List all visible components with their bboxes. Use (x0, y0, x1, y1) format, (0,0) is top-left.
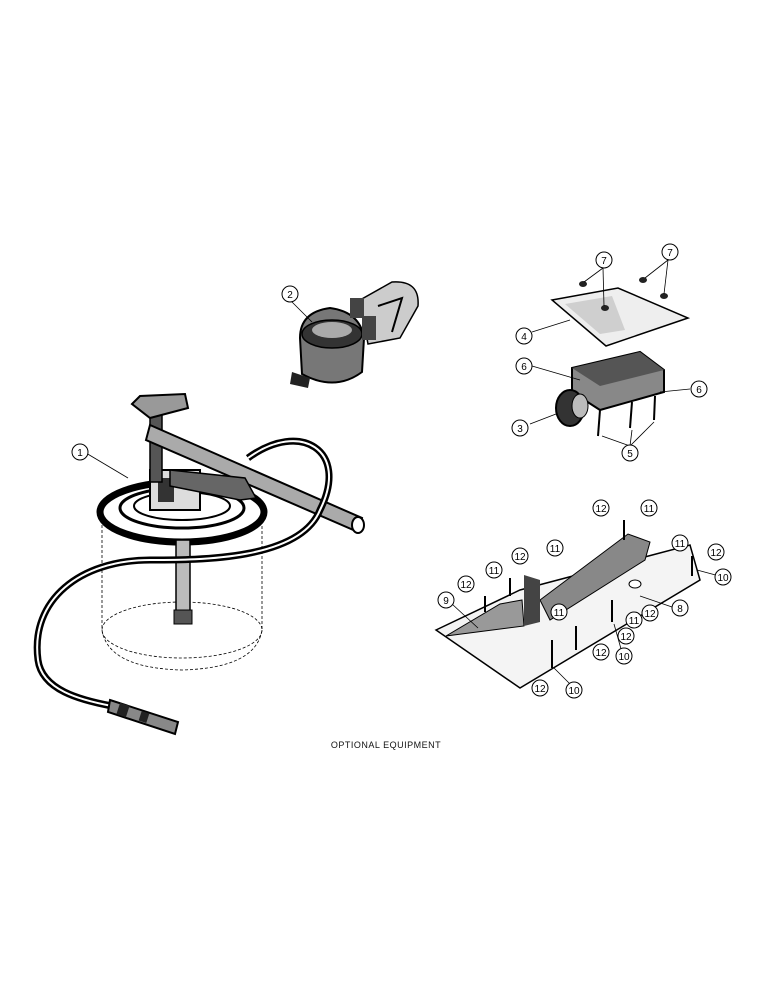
callout-label: 1 (77, 448, 83, 459)
callout-3: 3 (511, 419, 529, 437)
callout-label: 11 (550, 544, 561, 555)
callout-label: 7 (601, 256, 607, 267)
coupler-assembly (290, 281, 419, 388)
callout-7-right: 7 (661, 243, 679, 261)
callout-11-a: 11 (640, 499, 658, 517)
callout-label: 6 (696, 385, 702, 396)
callout-label: 12 (644, 609, 656, 620)
callout-1: 1 (71, 443, 89, 461)
pump-rod (175, 539, 191, 621)
callout-11-c: 11 (546, 539, 564, 557)
callout-12-h: 12 (531, 679, 549, 697)
callout-label: 11 (554, 608, 565, 619)
callout-label: 2 (287, 290, 293, 301)
callout-label: 12 (460, 580, 472, 591)
callout-12-d: 12 (457, 575, 475, 593)
callout-12-b: 12 (707, 543, 725, 561)
callout-4: 4 (515, 327, 533, 345)
callout-label: 12 (514, 552, 526, 563)
callout-label: 11 (675, 539, 686, 550)
callout-6-right: 6 (690, 380, 708, 398)
callout-12-a: 12 (592, 499, 610, 517)
callout-5: 5 (621, 444, 639, 462)
callout-label: 8 (677, 604, 683, 615)
callout-label: 5 (627, 449, 633, 460)
base-pan-assembly (434, 520, 701, 689)
callout-10-a: 10 (714, 568, 732, 586)
callout-label: 11 (644, 504, 655, 515)
callout-11-e: 11 (550, 603, 568, 621)
callout-8: 8 (671, 599, 689, 617)
left-ramp (445, 599, 525, 637)
callout-label: 12 (710, 548, 722, 559)
callout-label: 12 (620, 632, 632, 643)
callout-label: 10 (568, 686, 580, 697)
callout-label: 4 (521, 332, 527, 343)
callout-12-c: 12 (511, 547, 529, 565)
callout-6-left: 6 (515, 357, 533, 375)
callout-label: 3 (517, 424, 523, 435)
callout-label: 11 (629, 616, 640, 627)
callout-label: 10 (717, 573, 729, 584)
callout-label: 7 (667, 248, 673, 259)
base-pan (434, 544, 701, 689)
callout-11-f: 11 (625, 611, 643, 629)
callout-10-b: 10 (565, 681, 583, 699)
callout-label: 12 (595, 648, 607, 659)
callout-11-d: 11 (485, 561, 503, 579)
callout-12-f: 12 (617, 627, 635, 645)
callout-12-e: 12 (641, 604, 659, 622)
grease-pump-assembly (33, 392, 365, 736)
callout-label: 9 (443, 596, 449, 607)
diagram-caption: OPTIONAL EQUIPMENT (330, 740, 442, 750)
callout-label: 12 (534, 684, 546, 695)
callout-11-b: 11 (671, 534, 689, 552)
callout-label: 6 (521, 362, 527, 373)
callout-label: 12 (595, 504, 607, 515)
mount-plate-assembly (550, 277, 691, 437)
callout-label: 11 (489, 566, 500, 577)
callout-label: 10 (618, 652, 630, 663)
right-ramp (539, 533, 651, 621)
bucket-outline (101, 520, 263, 671)
callout-12-g: 12 (592, 643, 610, 661)
callout-2: 2 (281, 285, 299, 303)
callout-9: 9 (437, 591, 455, 609)
callout-7-left: 7 (595, 251, 613, 269)
callout-10-c: 10 (615, 647, 633, 665)
